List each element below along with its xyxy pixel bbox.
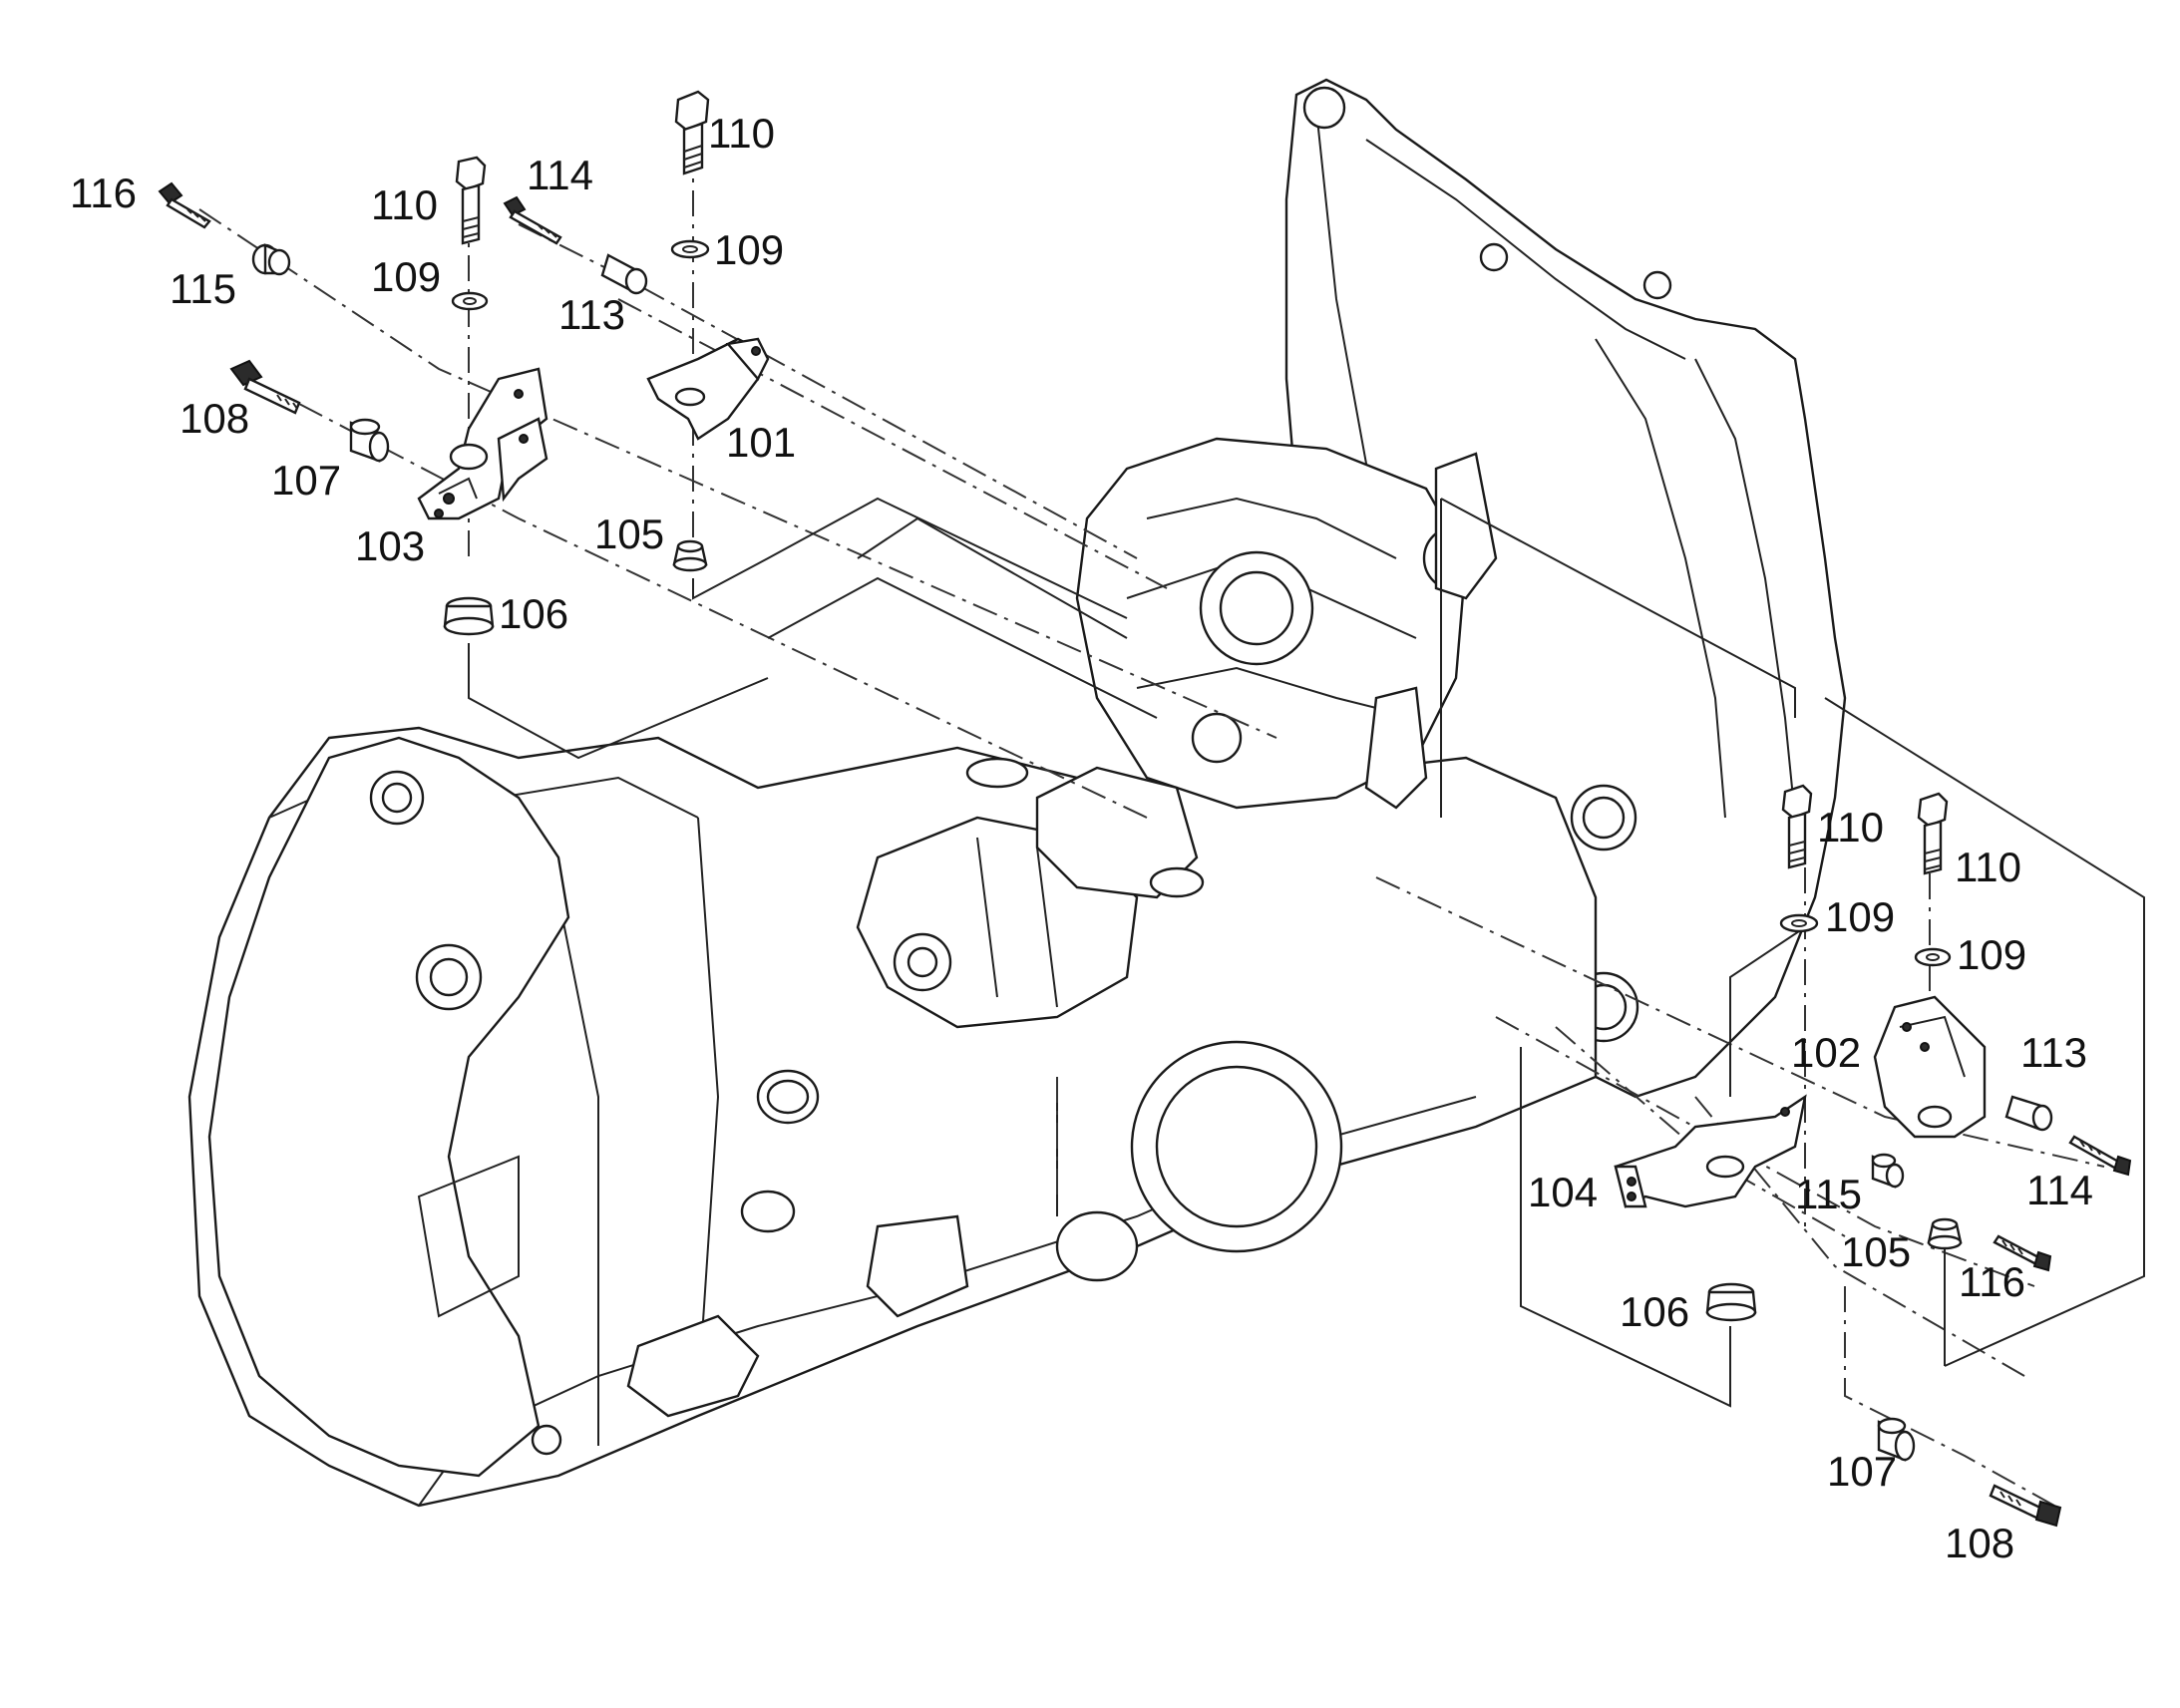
part-103-bracket [417,367,548,520]
callout-103: 103 [355,522,425,569]
part-104-bracket [1614,1094,1807,1208]
callout-107-right: 107 [1827,1448,1897,1495]
part-107-spacer-right [1877,1417,1916,1462]
callout-110-a: 110 [708,110,775,157]
part-101-bracket [646,337,770,441]
part-110-bolt-a [674,90,710,175]
callout-108-left: 108 [180,395,249,442]
callout-107-left: 107 [271,457,341,504]
part-109-washer-c [1779,913,1819,933]
callout-102: 102 [1791,1029,1861,1076]
part-115-spacer-left [251,243,291,276]
callout-115-left: 115 [170,265,236,312]
part-108-bolt-left [229,359,301,415]
callout-110-b: 110 [371,181,438,228]
part-105-mount-right [1927,1217,1963,1250]
callout-110-c: 110 [1817,804,1884,851]
part-106-mount-right [1705,1282,1757,1322]
callout-106-left: 106 [499,590,568,637]
callout-109-c: 109 [1825,893,1895,940]
leader-boxes [468,497,2145,1408]
part-107-spacer-left [349,418,390,463]
part-102-bracket [1873,995,1987,1139]
part-109-washer-b [451,291,489,311]
part-114-bolt-right [2068,1135,2132,1177]
part-113-sleeve-left [600,253,648,295]
callout-113-left: 113 [558,291,625,338]
callout-105-right: 105 [1841,1228,1911,1275]
part-116-bolt-left [158,181,211,229]
part-110-bolt-c [1781,784,1813,869]
callout-114-left: 114 [527,152,593,198]
callout-116-left: 116 [70,170,137,216]
part-106-mount-left [443,596,495,636]
callout-105-left: 105 [594,511,664,557]
part-113-sleeve-right [2004,1095,2053,1132]
part-110-bolt-d [1917,792,1949,875]
part-116-bolt-right [1993,1234,2052,1272]
callout-106-right: 106 [1620,1288,1689,1335]
part-109-washer-a [670,239,710,259]
engine-assembly [856,437,1498,1029]
machine-frame [187,78,1847,1508]
part-110-bolt-b [455,156,487,245]
callout-104: 104 [1528,1169,1598,1215]
part-109-washer-d [1914,947,1952,967]
callout-109-d: 109 [1957,931,2026,978]
callout-101: 101 [726,419,796,466]
callout-113-right: 113 [2020,1029,2087,1076]
callout-109-a: 109 [714,226,784,273]
callout-108-right: 108 [1945,1520,2014,1566]
callout-110-d: 110 [1955,844,2021,890]
callout-114-right: 114 [2026,1167,2093,1213]
callout-116-right: 116 [1959,1258,2025,1305]
part-114-bolt-left [503,195,562,245]
callout-109-b: 109 [371,253,441,300]
part-108-bolt-right [1989,1484,2062,1528]
callout-labels: 116 115 110 109 114 113 110 109 108 107 … [70,110,2093,1566]
callout-115-right: 115 [1795,1171,1862,1217]
part-115-spacer-right [1871,1153,1905,1189]
part-105-mount-left [672,539,708,572]
